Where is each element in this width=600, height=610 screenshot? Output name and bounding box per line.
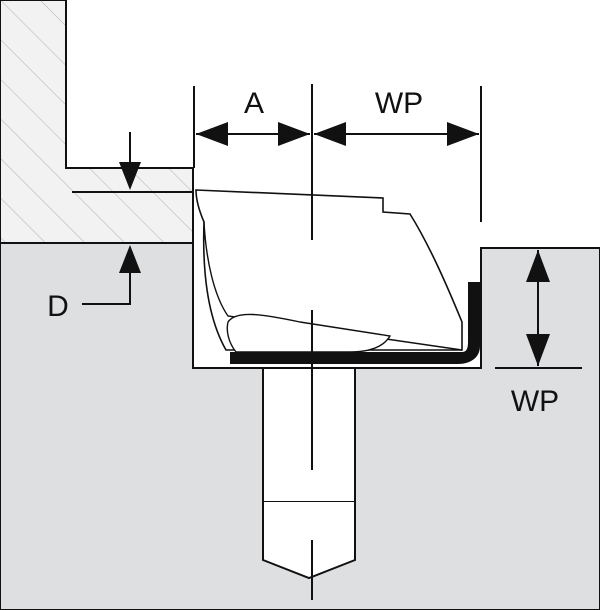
mounting-screw [262, 367, 356, 503]
label-d: D [47, 290, 69, 323]
hinge-arm-line [203, 221, 463, 351]
screw-tip [262, 502, 356, 580]
dimension-arrow-icon [526, 334, 550, 366]
dimension-arrow-icon [119, 162, 141, 190]
hinge-cam [226, 313, 392, 353]
dimension-arrow-icon [447, 122, 479, 146]
mounting-plate [230, 282, 480, 364]
label-wp-right: WP [511, 385, 559, 418]
dimension-arrow-icon [278, 122, 310, 146]
door-panel [0, 0, 194, 244]
dimension-arrow-icon [196, 122, 228, 146]
dimension-arrow-icon [526, 250, 550, 282]
hinge-cup [195, 189, 463, 351]
label-wp-top: WP [375, 87, 423, 120]
dimension-d-lower-leader [82, 270, 131, 305]
label-a: A [244, 87, 264, 120]
dimension-arrow-icon [314, 122, 346, 146]
dimension-arrow-icon [119, 245, 141, 273]
